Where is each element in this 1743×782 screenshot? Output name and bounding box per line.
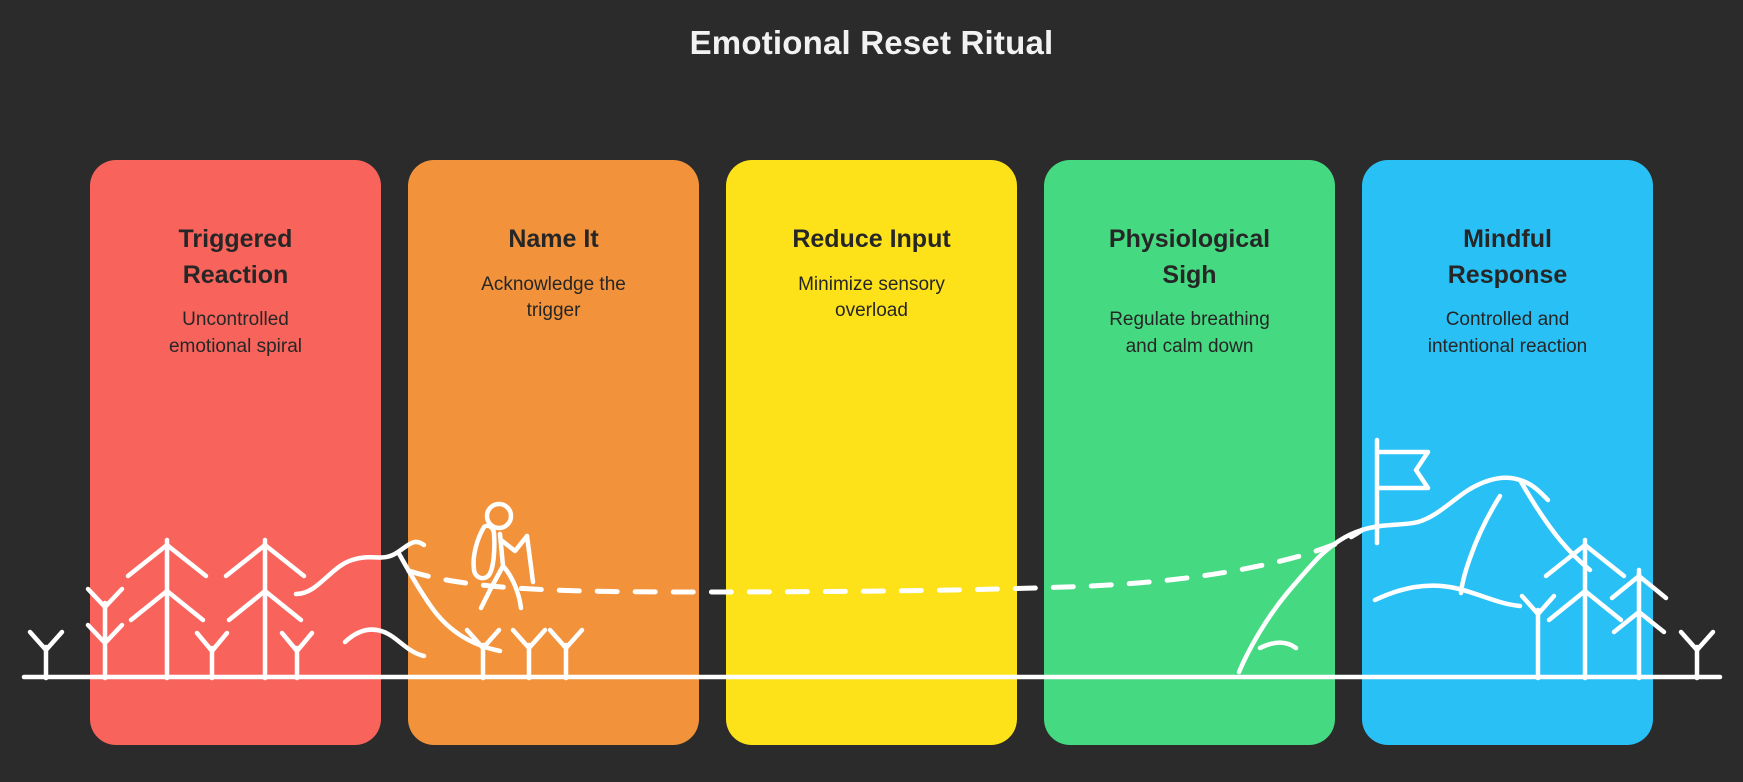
sapling-icon — [27, 629, 65, 681]
card-title: Physiological Sigh — [1108, 225, 1271, 289]
card-name-it[interactable]: Name It Acknowledge the trigger — [408, 160, 699, 745]
card-title: Mindful Response — [1447, 225, 1568, 289]
card-description: Acknowledge the trigger — [481, 273, 626, 322]
card-description: Regulate breathing and calm down — [1109, 309, 1270, 357]
card-row: Triggered Reaction Uncontrolled emotiona… — [90, 160, 1653, 745]
card-triggered-reaction[interactable]: Triggered Reaction Uncontrolled emotiona… — [90, 160, 381, 745]
card-description: Controlled and intentional reaction — [1427, 309, 1588, 357]
card-title: Name It — [508, 225, 599, 253]
card-mindful-response[interactable]: Mindful Response Controlled and intentio… — [1362, 160, 1653, 745]
card-physiological-sigh[interactable]: Physiological Sigh Regulate breathing an… — [1044, 160, 1335, 745]
page-title: Emotional Reset Ritual — [689, 24, 1054, 61]
card-title: Triggered Reaction — [178, 225, 293, 289]
card-reduce-input[interactable]: Reduce Input Minimize sensory overload — [726, 160, 1017, 745]
card-description: Minimize sensory overload — [798, 273, 945, 322]
card-title: Reduce Input — [792, 225, 951, 253]
card-description: Uncontrolled emotional spiral — [168, 309, 303, 357]
sapling-icon-right — [1678, 629, 1716, 681]
